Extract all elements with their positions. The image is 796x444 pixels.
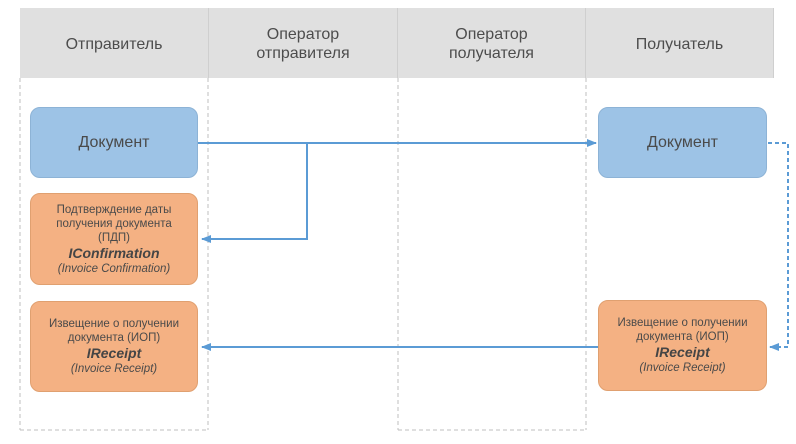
sender-receipt-box: Извещение о получении документа (ИОП) IR… <box>30 301 198 392</box>
lane-header-label: Получатель <box>635 35 724 53</box>
receiver-receipt-box: Извещение о получении документа (ИОП) IR… <box>598 300 767 391</box>
box-message-code: IReceipt <box>655 344 710 360</box>
receiver-document-box: Документ <box>598 107 767 178</box>
box-message-code: IReceipt <box>86 345 142 361</box>
box-label: Документ <box>647 133 718 151</box>
box-text-line: документа (ИОП) <box>67 332 161 344</box>
box-message-name: (Invoice Receipt) <box>70 363 158 375</box>
box-message-name: (Invoice Confirmation) <box>57 262 171 275</box>
box-text-line: получения документа <box>56 217 172 230</box>
lane-header-sender: Отправитель <box>20 8 209 78</box>
lane-header-sender-operator: Оператор отправителя <box>209 8 398 78</box>
box-label: Документ <box>78 133 150 151</box>
confirmation-box: Подтверждение даты получения документа (… <box>30 193 198 285</box>
lane-header-label: Оператор отправителя <box>256 26 350 62</box>
box-text-line: Подтверждение даты <box>56 203 172 216</box>
arrow-confirmation <box>201 143 308 243</box>
lane-header-label: Оператор получателя <box>449 26 534 62</box>
lane-header-receiver: Получатель <box>586 8 774 78</box>
lane-header-label: Отправитель <box>65 35 163 53</box>
sender-document-box: Документ <box>30 107 198 178</box>
box-text-line: (ПДП) <box>98 231 130 244</box>
lane-header-receiver-operator: Оператор получателя <box>398 8 586 78</box>
box-text-line: Извещение о получении <box>617 317 748 329</box>
box-message-name: (Invoice Receipt) <box>639 362 726 374</box>
arrow-dashed-receipt-generation <box>768 142 789 351</box>
box-text-line: документа (ИОП) <box>636 331 729 343</box>
box-message-code: IConfirmation <box>68 244 160 261</box>
box-text-line: Извещение о получении <box>48 318 179 330</box>
